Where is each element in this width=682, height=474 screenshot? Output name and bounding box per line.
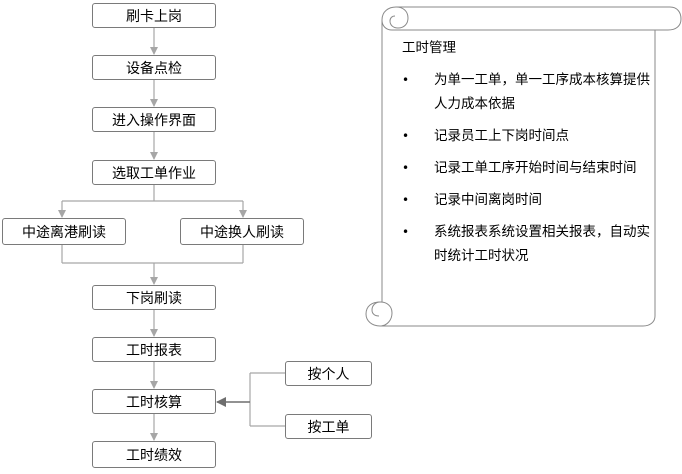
step-equipment-check: 设备点检 xyxy=(92,55,216,80)
step-swipe-off-duty: 下岗刷读 xyxy=(92,285,216,310)
bullet-item: •系统报表系统设置相关报表，自动实时统计工时状况 xyxy=(402,224,650,264)
bullet-item: •记录中间离岗时间 xyxy=(402,192,542,208)
step-work-hours-report: 工时报表 xyxy=(92,337,216,362)
scroll-shape xyxy=(365,6,682,327)
side-by-person: 按个人 xyxy=(285,361,372,386)
step-work-hours-accounting: 工时核算 xyxy=(92,389,216,414)
bullet-item: •为单一工单，单一工序成本核算提供人力成本依据 xyxy=(402,72,650,112)
step-enter-operation-screen: 进入操作界面 xyxy=(92,107,216,132)
step-select-work-order: 选取工单作业 xyxy=(92,160,216,185)
scroll-title: 工时管理 xyxy=(402,40,456,56)
bullet-item: •记录工单工序开始时间与结束时间 xyxy=(402,160,637,176)
side-by-work-order: 按工单 xyxy=(285,414,372,439)
branch-leave-midway: 中途离港刷读 xyxy=(2,218,126,245)
branch-change-person-midway: 中途换人刷读 xyxy=(180,218,304,245)
step-work-hours-performance: 工时绩效 xyxy=(92,441,216,468)
bullet-item: •记录员工上下岗时间点 xyxy=(402,128,569,144)
step-swipe-card-on-duty: 刷卡上岗 xyxy=(92,3,216,28)
scroll-bullet-list: •为单一工单，单一工序成本核算提供人力成本依据 •记录员工上下岗时间点 •记录工… xyxy=(400,68,650,276)
